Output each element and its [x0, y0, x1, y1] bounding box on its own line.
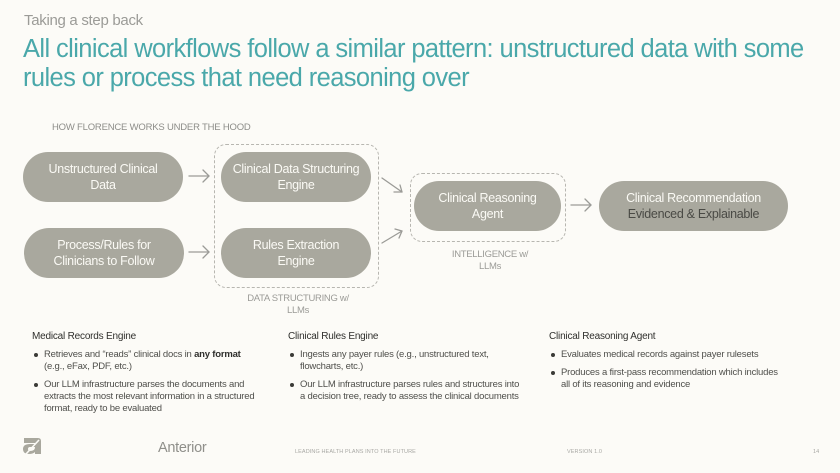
down-right-arrow-icon	[381, 177, 403, 193]
process-rules-node: Process/Rules for Clinicians to Follow	[24, 228, 184, 278]
bullet-text: Our LLM infrastructure parses the docume…	[44, 379, 255, 414]
bullet-item: Our LLM infrastructure parses the docume…	[32, 379, 257, 415]
node-label: Rules Extraction Engine	[252, 238, 340, 268]
eyebrow: Taking a step back	[24, 12, 143, 29]
unstructured-clinical-data-node: Unstructured Clinical Data	[23, 152, 183, 202]
up-right-arrow-icon	[381, 228, 403, 244]
brand-name: Anterior	[158, 440, 207, 456]
column-heading: Medical Records Engine	[32, 331, 136, 342]
data-structuring-group	[214, 144, 379, 288]
bullet-item: Evaluates medical records against payer …	[549, 349, 779, 361]
right-arrow-icon	[188, 169, 210, 183]
bullet-item: Produces a first-pass recommendation whi…	[549, 367, 779, 391]
node-label: Clinical Reasoning Agent	[438, 191, 537, 221]
bullet-item: Ingests any payer rules (e.g., unstructu…	[288, 349, 523, 373]
clinical-rules-engine-column: Clinical Rules Engine Ingests any payer …	[288, 331, 523, 409]
node-sublabel: Evidenced & Explainable	[627, 207, 760, 221]
bullet-text: (e.g., eFax, PDF, etc.)	[44, 361, 132, 372]
right-arrow-icon	[570, 198, 592, 212]
intelligence-label: INTELLIGENCE w/ LLMs	[451, 249, 529, 272]
column-heading: Clinical Reasoning Agent	[549, 331, 656, 342]
anterior-logo-icon	[23, 438, 41, 455]
bullet-emphasis: any format	[194, 349, 241, 360]
bullet-text: Retrieves and “reads” clinical docs in	[44, 349, 195, 360]
bullet-text: Ingests any payer rules (e.g., unstructu…	[300, 349, 489, 372]
node-label: Unstructured Clinical Data	[48, 162, 158, 192]
data-structuring-label: DATA STRUCTURING w/ LLMs	[247, 293, 349, 316]
tagline: LEADING HEALTH PLANS INTO THE FUTURE	[295, 449, 416, 455]
bullet-text: Produces a first-pass recommendation whi…	[561, 367, 778, 390]
version: VERSION 1.0	[567, 449, 603, 455]
right-arrow-icon	[188, 245, 210, 259]
node-label: Clinical Data Structuring Engine	[232, 162, 360, 192]
clinical-reasoning-agent-node: Clinical Reasoning Agent	[414, 181, 561, 231]
clinical-recommendation-node: Clinical Recommendation Evidenced & Expl…	[599, 181, 788, 231]
page-number: 14	[813, 449, 820, 455]
bullet-text: Our LLM infrastructure parses rules and …	[300, 379, 520, 402]
bullet-item: Retrieves and “reads” clinical docs in a…	[32, 349, 257, 373]
section-label: HOW FLORENCE WORKS UNDER THE HOOD	[52, 122, 251, 133]
bullet-item: Our LLM infrastructure parses rules and …	[288, 379, 523, 403]
page-title: All clinical workflows follow a similar …	[23, 35, 804, 92]
intelligence-group	[410, 173, 566, 242]
medical-records-engine-column: Medical Records Engine Retrieves and “re…	[32, 331, 257, 421]
clinical-reasoning-agent-column: Clinical Reasoning Agent Evaluates medic…	[549, 331, 779, 397]
bullet-text: Evaluates medical records against payer …	[561, 349, 759, 360]
rules-extraction-engine-node: Rules Extraction Engine	[221, 228, 371, 278]
node-label: Process/Rules for Clinicians to Follow	[53, 238, 155, 268]
column-heading: Clinical Rules Engine	[288, 331, 379, 342]
node-label: Clinical Recommendation	[626, 191, 761, 205]
clinical-data-structuring-engine-node: Clinical Data Structuring Engine	[221, 152, 371, 202]
